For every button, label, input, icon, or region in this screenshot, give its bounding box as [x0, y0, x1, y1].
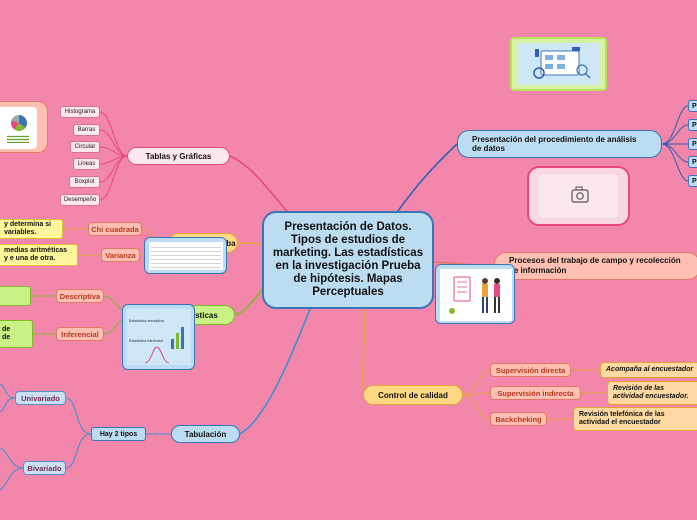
link-estadisticas: [234, 284, 266, 316]
varianza-label: Varianza: [105, 250, 136, 260]
data-analysis-icon: [533, 47, 591, 79]
link-prueba: [237, 242, 263, 246]
backcheking-label: Backcheking: [495, 414, 542, 424]
tablas-item-label: Circular: [74, 144, 96, 150]
supervision-indirecta-label: Supervisión indirecta: [497, 388, 574, 398]
tipos-label: Hay 2 tipos: [99, 430, 138, 438]
tabulacion-tipos[interactable]: Hay 2 tipos: [91, 427, 146, 441]
table-thumbnail: [149, 242, 223, 270]
tablas-item-label: Histograma: [64, 109, 96, 115]
supervision-indirecta-note-text: Revisión de las actividad encuestador.: [613, 384, 689, 401]
backcheking-note-text: Revisión telefónica de las actividad el …: [579, 410, 665, 427]
link-presentacion: [394, 143, 458, 216]
control-supervision-indirecta[interactable]: Supervisión indirecta: [490, 386, 581, 400]
link-tablas: [229, 155, 291, 216]
branch-tabulacion-label: Tabulación: [184, 429, 227, 439]
tablas-item-lineas[interactable]: Lineas: [73, 158, 100, 170]
estadisticas-descriptiva[interactable]: Descriptiva: [56, 289, 104, 303]
presentacion-sub-1[interactable]: P: [688, 100, 697, 112]
supervision-directa-note-text: Acompaña al encuestador: [606, 365, 694, 373]
presentacion-sub-label: P: [692, 140, 697, 148]
branch-estadisticas-label: dísticas: [188, 310, 218, 320]
bell-curve-icon: [144, 327, 184, 364]
inferencial-note-text: de de: [2, 325, 11, 342]
link-tabulacion: [239, 308, 311, 435]
control-supervision-directa[interactable]: Supervisión directa: [490, 363, 571, 377]
presentacion-sub-4[interactable]: P: [688, 156, 697, 168]
estadisticas-image-card[interactable]: Estadística descriptiva Estadística infe…: [122, 304, 195, 370]
supervision-directa-label: Supervisión directa: [495, 365, 566, 375]
varianza-note: medias aritméticas y e una de otra.: [0, 244, 78, 266]
branch-presentacion[interactable]: Presentación del procedimiento de anális…: [457, 130, 662, 158]
branch-tablas[interactable]: Tablas y Gráficas: [127, 147, 230, 165]
presentacion-sub-2[interactable]: P: [688, 119, 697, 131]
presentacion-sub-label: P: [692, 177, 697, 185]
inferencial-note: de de: [0, 320, 33, 348]
control-backcheking[interactable]: Backcheking: [490, 412, 547, 426]
link-control: [361, 308, 366, 396]
tablas-image-card[interactable]: [0, 101, 48, 153]
chart-thumbnail: Estadística descriptiva Estadística infe…: [127, 309, 191, 365]
prueba-chi-cuadrada[interactable]: Chi cuadrada: [88, 222, 142, 236]
tabulacion-bivariado[interactable]: Bivariado: [23, 461, 66, 475]
analysis-illustration: [517, 43, 600, 85]
tablas-item-label: Lineas: [77, 161, 96, 167]
branch-tabulacion[interactable]: Tabulación: [171, 425, 240, 443]
central-topic-label: Presentación de Datos. Tipos de estudios…: [272, 221, 424, 298]
camera-icon: [571, 186, 589, 203]
prueba-varianza[interactable]: Varianza: [101, 248, 140, 262]
tabulacion-univariado[interactable]: Univariado: [15, 391, 66, 405]
presentacion-sub-3[interactable]: P: [688, 138, 697, 150]
survey-people-icon: [449, 276, 500, 314]
tablas-item-desempeno[interactable]: Desempeño: [60, 194, 100, 206]
inferencial-label: Inferencial: [61, 329, 99, 339]
prueba-image-card[interactable]: [144, 237, 227, 274]
table-icon: [7, 135, 29, 143]
presentacion-sub-5[interactable]: P: [688, 175, 697, 187]
presentacion-sub-label: P: [692, 102, 697, 110]
bivariado-label: Bivariado: [27, 463, 62, 473]
tablas-item-label: Boxplot: [74, 179, 95, 185]
camera-image-card[interactable]: [527, 166, 630, 226]
report-thumbnail: [0, 107, 37, 149]
presentacion-sub-label: P: [692, 121, 697, 129]
table-lines-icon: [151, 246, 221, 268]
branch-procesos-label: Procesos del trabajo de campo y recolecc…: [509, 256, 681, 275]
estadisticas-inferencial[interactable]: Inferencial: [56, 327, 104, 341]
descriptiva-label: Descriptiva: [59, 291, 101, 301]
survey-illustration: [440, 269, 512, 321]
image-placeholder: [539, 174, 618, 218]
tablas-item-histograma[interactable]: Histograma: [60, 106, 100, 118]
branch-control-label: Control de calidad: [378, 390, 448, 400]
branch-tablas-label: Tablas y Gráficas: [145, 151, 212, 161]
chi-note-text: y determina si variables.: [4, 220, 52, 237]
univariado-label: Univariado: [21, 393, 60, 403]
tablas-item-label: Desempeño: [63, 197, 97, 203]
chart-thumb-title: Estadística descriptiva: [129, 319, 164, 323]
branch-procesos[interactable]: Procesos del trabajo de campo y recolecc…: [494, 252, 697, 280]
chart-thumb-subtitle: Estadística inferencial: [129, 339, 164, 343]
backcheking-note: Revisión telefónica de las actividad el …: [573, 407, 697, 431]
supervision-directa-note: Acompaña al encuestador: [600, 362, 697, 378]
presentacion-sub-label: P: [692, 158, 697, 166]
analysis-image-card[interactable]: [510, 37, 607, 91]
varianza-note-text: medias aritméticas y e una de otra.: [4, 246, 68, 263]
tablas-item-boxplot[interactable]: Boxplot: [69, 176, 100, 188]
central-topic[interactable]: Presentación de Datos. Tipos de estudios…: [262, 211, 434, 309]
branch-control[interactable]: Control de calidad: [363, 385, 463, 405]
chi-label: Chi cuadrada: [91, 224, 139, 234]
descriptiva-note: [0, 286, 31, 306]
survey-image-card[interactable]: [435, 264, 515, 324]
tablas-item-circular[interactable]: Circular: [70, 141, 100, 153]
tablas-item-barras[interactable]: Barras: [73, 124, 100, 136]
branch-presentacion-label: Presentación del procedimiento de anális…: [472, 135, 637, 153]
supervision-indirecta-note: Revisión de las actividad encuestador.: [607, 381, 697, 405]
tablas-item-label: Barras: [77, 127, 96, 133]
pie-icon: [11, 115, 27, 131]
chi-note: y determina si variables.: [0, 219, 63, 239]
